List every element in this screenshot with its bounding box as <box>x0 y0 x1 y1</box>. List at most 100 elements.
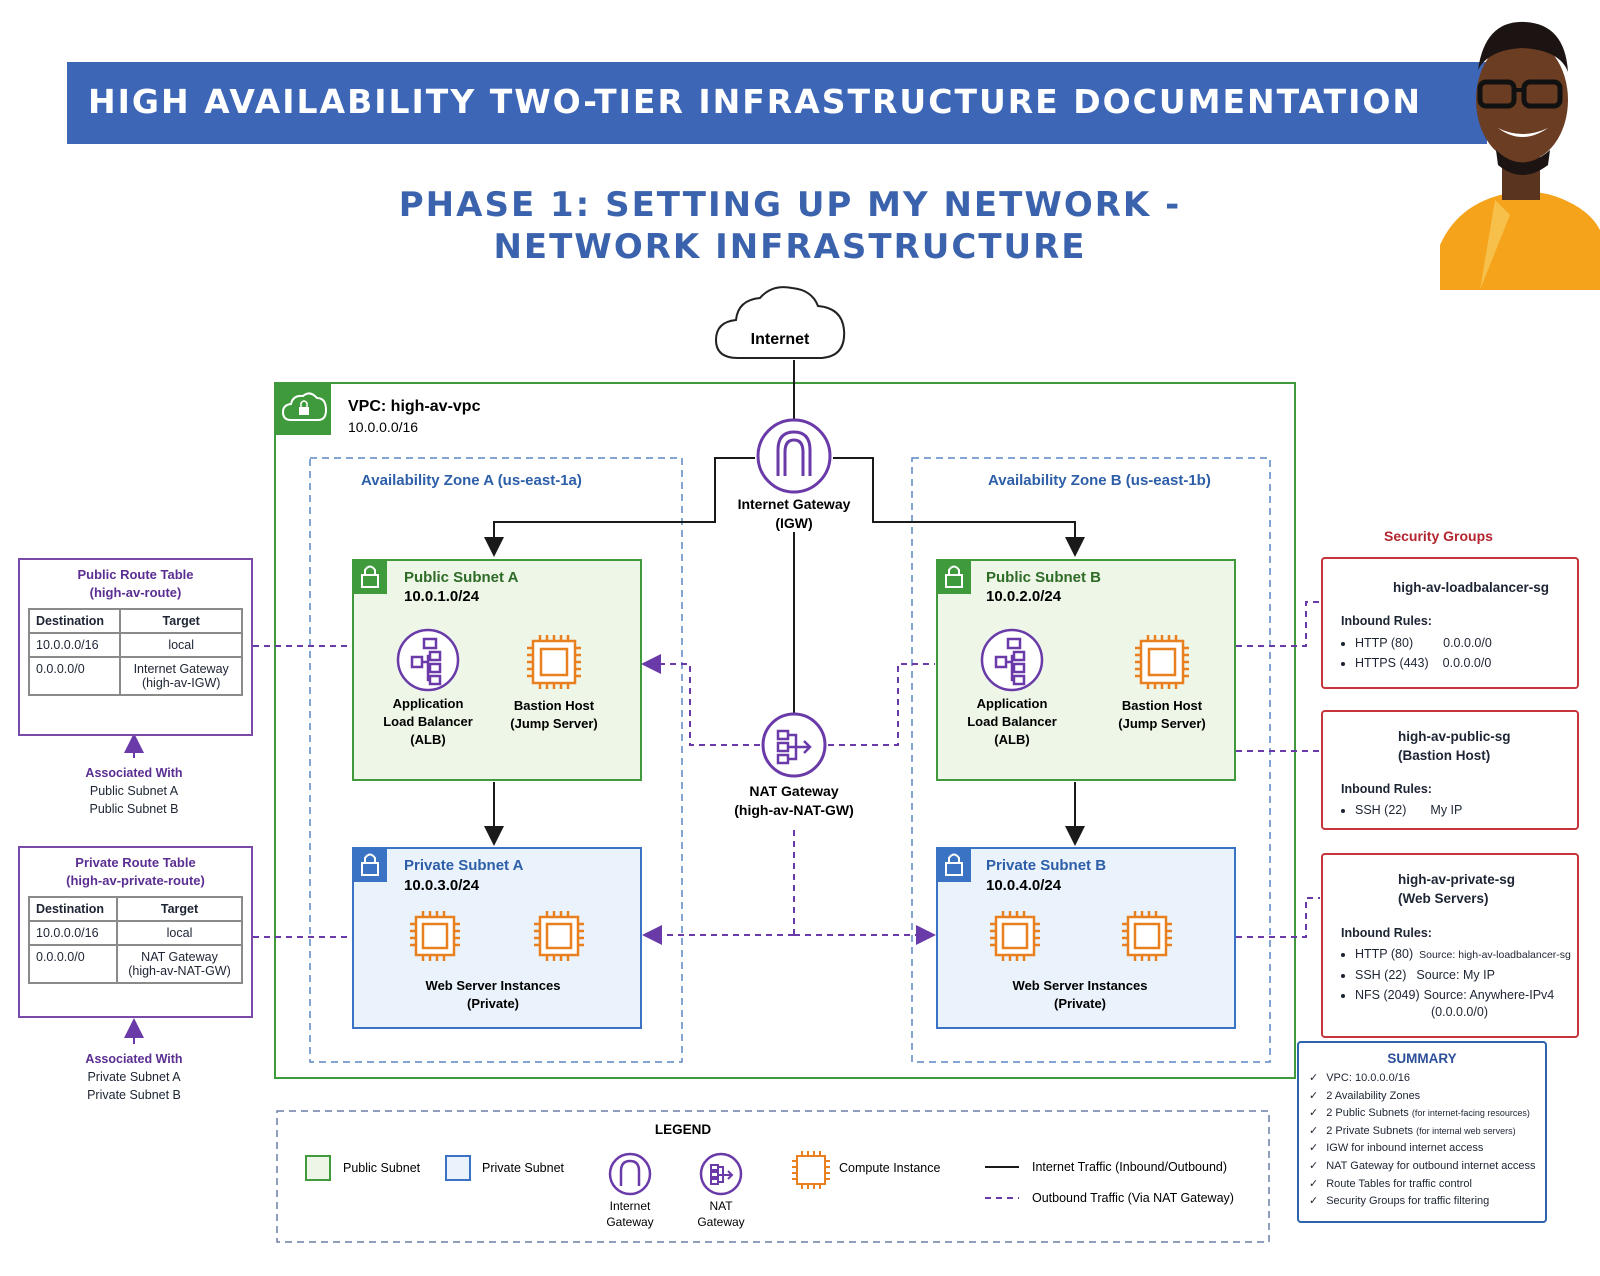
legend-nat-label-2: Gateway <box>697 1215 744 1229</box>
public-subnet-a-name: Public Subnet A <box>404 569 519 586</box>
list-item: HTTP (80) 0.0.0.0/0 <box>1355 633 1492 653</box>
bastion-a-label-2: (Jump Server) <box>510 716 597 731</box>
summary-text: Security Groups for traffic filtering <box>1326 1195 1490 1208</box>
public-subnet-b-lock-icon <box>937 560 971 594</box>
list-item: HTTPS (443)0.0.0.0/0 <box>1355 653 1492 673</box>
alb-b-label-1: Application <box>977 696 1048 711</box>
public-subnet-a-lock-icon <box>353 560 387 594</box>
sg-name-line: high-av-public-sg <box>1398 729 1511 744</box>
legend-box <box>276 1110 1270 1243</box>
compute-chip-icon <box>534 911 584 961</box>
list-item: SSH (22)Source: My IP <box>1355 965 1571 985</box>
inbound-rules-label: Inbound Rules: <box>1341 614 1432 628</box>
public-security-group: high-av-public-sg (Bastion Host) Inbound… <box>1321 710 1579 830</box>
private-subnet-b-lock-icon <box>937 848 971 882</box>
rule-port: SSH (22) <box>1355 968 1407 982</box>
rule-port: HTTP (80) <box>1355 947 1414 961</box>
sg-sub-line: (Bastion Host) <box>1398 748 1491 763</box>
nat-to-public-a-line <box>641 654 760 746</box>
public-route-table-associations: Associated With Public Subnet A Public S… <box>54 764 214 818</box>
public-route-table: Public Route Table (high-av-route) Desti… <box>18 558 253 736</box>
legend-igw-label-1: Internet <box>610 1199 651 1213</box>
legend-public-swatch <box>305 1155 331 1181</box>
vpc-name: VPC: high-av-vpc <box>348 398 481 415</box>
public-subnet-b-name: Public Subnet B <box>986 569 1101 586</box>
legend-nat-icon <box>699 1152 743 1196</box>
sg-sub-line: (Web Servers) <box>1398 891 1489 906</box>
legend-private-swatch <box>445 1155 471 1181</box>
nat-label-1: NAT Gateway <box>749 783 838 799</box>
summary-text: VPC: 10.0.0.0/16 <box>1326 1072 1410 1084</box>
compute-chip-icon <box>990 911 1040 961</box>
rule-list: HTTP (80) Source: high-av-loadbalancer-sg… <box>1339 944 1571 1005</box>
private-route-table-title: Private Route Table <box>75 855 196 870</box>
legend-internet-traffic-label: Internet Traffic (Inbound/Outbound) <box>1032 1160 1227 1174</box>
phase-heading-line2: NETWORK INFRASTRUCTURE <box>493 227 1087 267</box>
web-a-label-2: (Private) <box>467 996 519 1011</box>
rule-value: Source: Anywhere-IPv4 <box>1423 988 1555 1002</box>
private-subnet-a-name: Private Subnet A <box>404 857 524 874</box>
availability-zone-b-label: Availability Zone B (us-east-1b) <box>988 472 1211 489</box>
summary-title: SUMMARY <box>1387 1051 1457 1066</box>
igw-to-public-a-line <box>484 457 755 557</box>
list-item: HTTP (80) Source: high-av-loadbalancer-sg <box>1355 944 1571 965</box>
internet-cloud-icon <box>714 286 846 359</box>
rule-port: SSH (22) <box>1355 803 1407 817</box>
availability-zone-b <box>911 457 1271 1063</box>
rule-list: SSH (22)My IP <box>1339 800 1462 820</box>
bastion-b-label-1: Bastion Host <box>1122 698 1203 713</box>
igw-label-1: Internet Gateway <box>738 496 851 512</box>
phase-heading-line1: PHASE 1: SETTING UP MY NETWORK - <box>398 185 1182 225</box>
list-item: NFS (2049)Source: Anywhere-IPv4 <box>1355 985 1571 1005</box>
associated-with-label: Associated With <box>85 1052 183 1066</box>
legend-private-label: Private Subnet <box>482 1161 565 1175</box>
table-header: Destination <box>27 608 122 634</box>
table-cell: 0.0.0.0/0 <box>27 656 122 696</box>
public-subnet-b-cidr: 10.0.2.0/24 <box>986 588 1062 605</box>
rule-value: 0.0.0.0/0 <box>1443 636 1492 650</box>
table-header: Target <box>116 896 243 922</box>
table-cell: NAT Gateway(high-av-NAT-GW) <box>116 944 243 984</box>
legend-compute-icon <box>792 1151 830 1189</box>
summary-text: IGW for inbound internet access <box>1326 1142 1484 1155</box>
public-route-table-subtitle: (high-av-route) <box>89 585 182 600</box>
legend-igw-icon <box>608 1152 652 1196</box>
legend-igw-label-2: Gateway <box>606 1215 653 1229</box>
rule-value: 0.0.0.0/0 <box>1442 656 1492 670</box>
alb-b-label-3: (ALB) <box>994 732 1029 747</box>
private-subnet-b <box>936 847 1236 1029</box>
vpc-boundary <box>274 382 1296 1079</box>
list-item: SSH (22)My IP <box>1355 800 1462 820</box>
legend-title: LEGEND <box>655 1122 712 1137</box>
compute-chip-icon <box>1135 635 1189 689</box>
rule-list: HTTP (80) 0.0.0.0/0 HTTPS (443)0.0.0.0/0 <box>1339 633 1492 673</box>
summary-note: (for internet-facing resources) <box>1411 1108 1530 1119</box>
summary-text: NAT Gateway for outbound internet access <box>1326 1159 1536 1172</box>
alb-a-label-2: Load Balancer <box>383 714 473 729</box>
rule-value: Source: high-av-loadbalancer-sg <box>1419 949 1571 961</box>
internet-gateway-icon <box>756 418 832 494</box>
list-item: 2 Private Subnets (for internal web serv… <box>1309 1123 1545 1141</box>
table-cell: Internet Gateway(high-av-IGW) <box>119 656 243 696</box>
inbound-rules-label: Inbound Rules: <box>1341 782 1432 796</box>
list-item: Route Tables for traffic control <box>1309 1176 1545 1194</box>
private-subnet-a-lock-icon <box>353 848 387 882</box>
availability-zone-a-label: Availability Zone A (us-east-1a) <box>361 472 582 489</box>
associated-with-label: Associated With <box>85 766 183 780</box>
bastion-b-label-2: (Jump Server) <box>1118 716 1205 731</box>
legend-outbound-traffic-label: Outbound Traffic (Via NAT Gateway) <box>1032 1191 1234 1205</box>
list-item: IGW for inbound internet access <box>1309 1140 1545 1158</box>
private-subnet-a-cidr: 10.0.3.0/24 <box>404 877 480 894</box>
associated-subnet: Public Subnet A <box>89 784 179 798</box>
lb-sg-link <box>1236 601 1320 647</box>
private-security-group: high-av-private-sg (Web Servers) Inbound… <box>1321 853 1579 1038</box>
public-subnet-a <box>352 559 642 781</box>
alb-b-label-2: Load Balancer <box>967 714 1057 729</box>
rule-port: HTTP (80) <box>1355 636 1414 650</box>
phase-heading: PHASE 1: SETTING UP MY NETWORK - NETWORK… <box>300 184 1280 268</box>
table-header: Target <box>119 608 243 634</box>
loadbalancer-security-group: high-av-loadbalancer-sg Inbound Rules: H… <box>1321 557 1579 689</box>
